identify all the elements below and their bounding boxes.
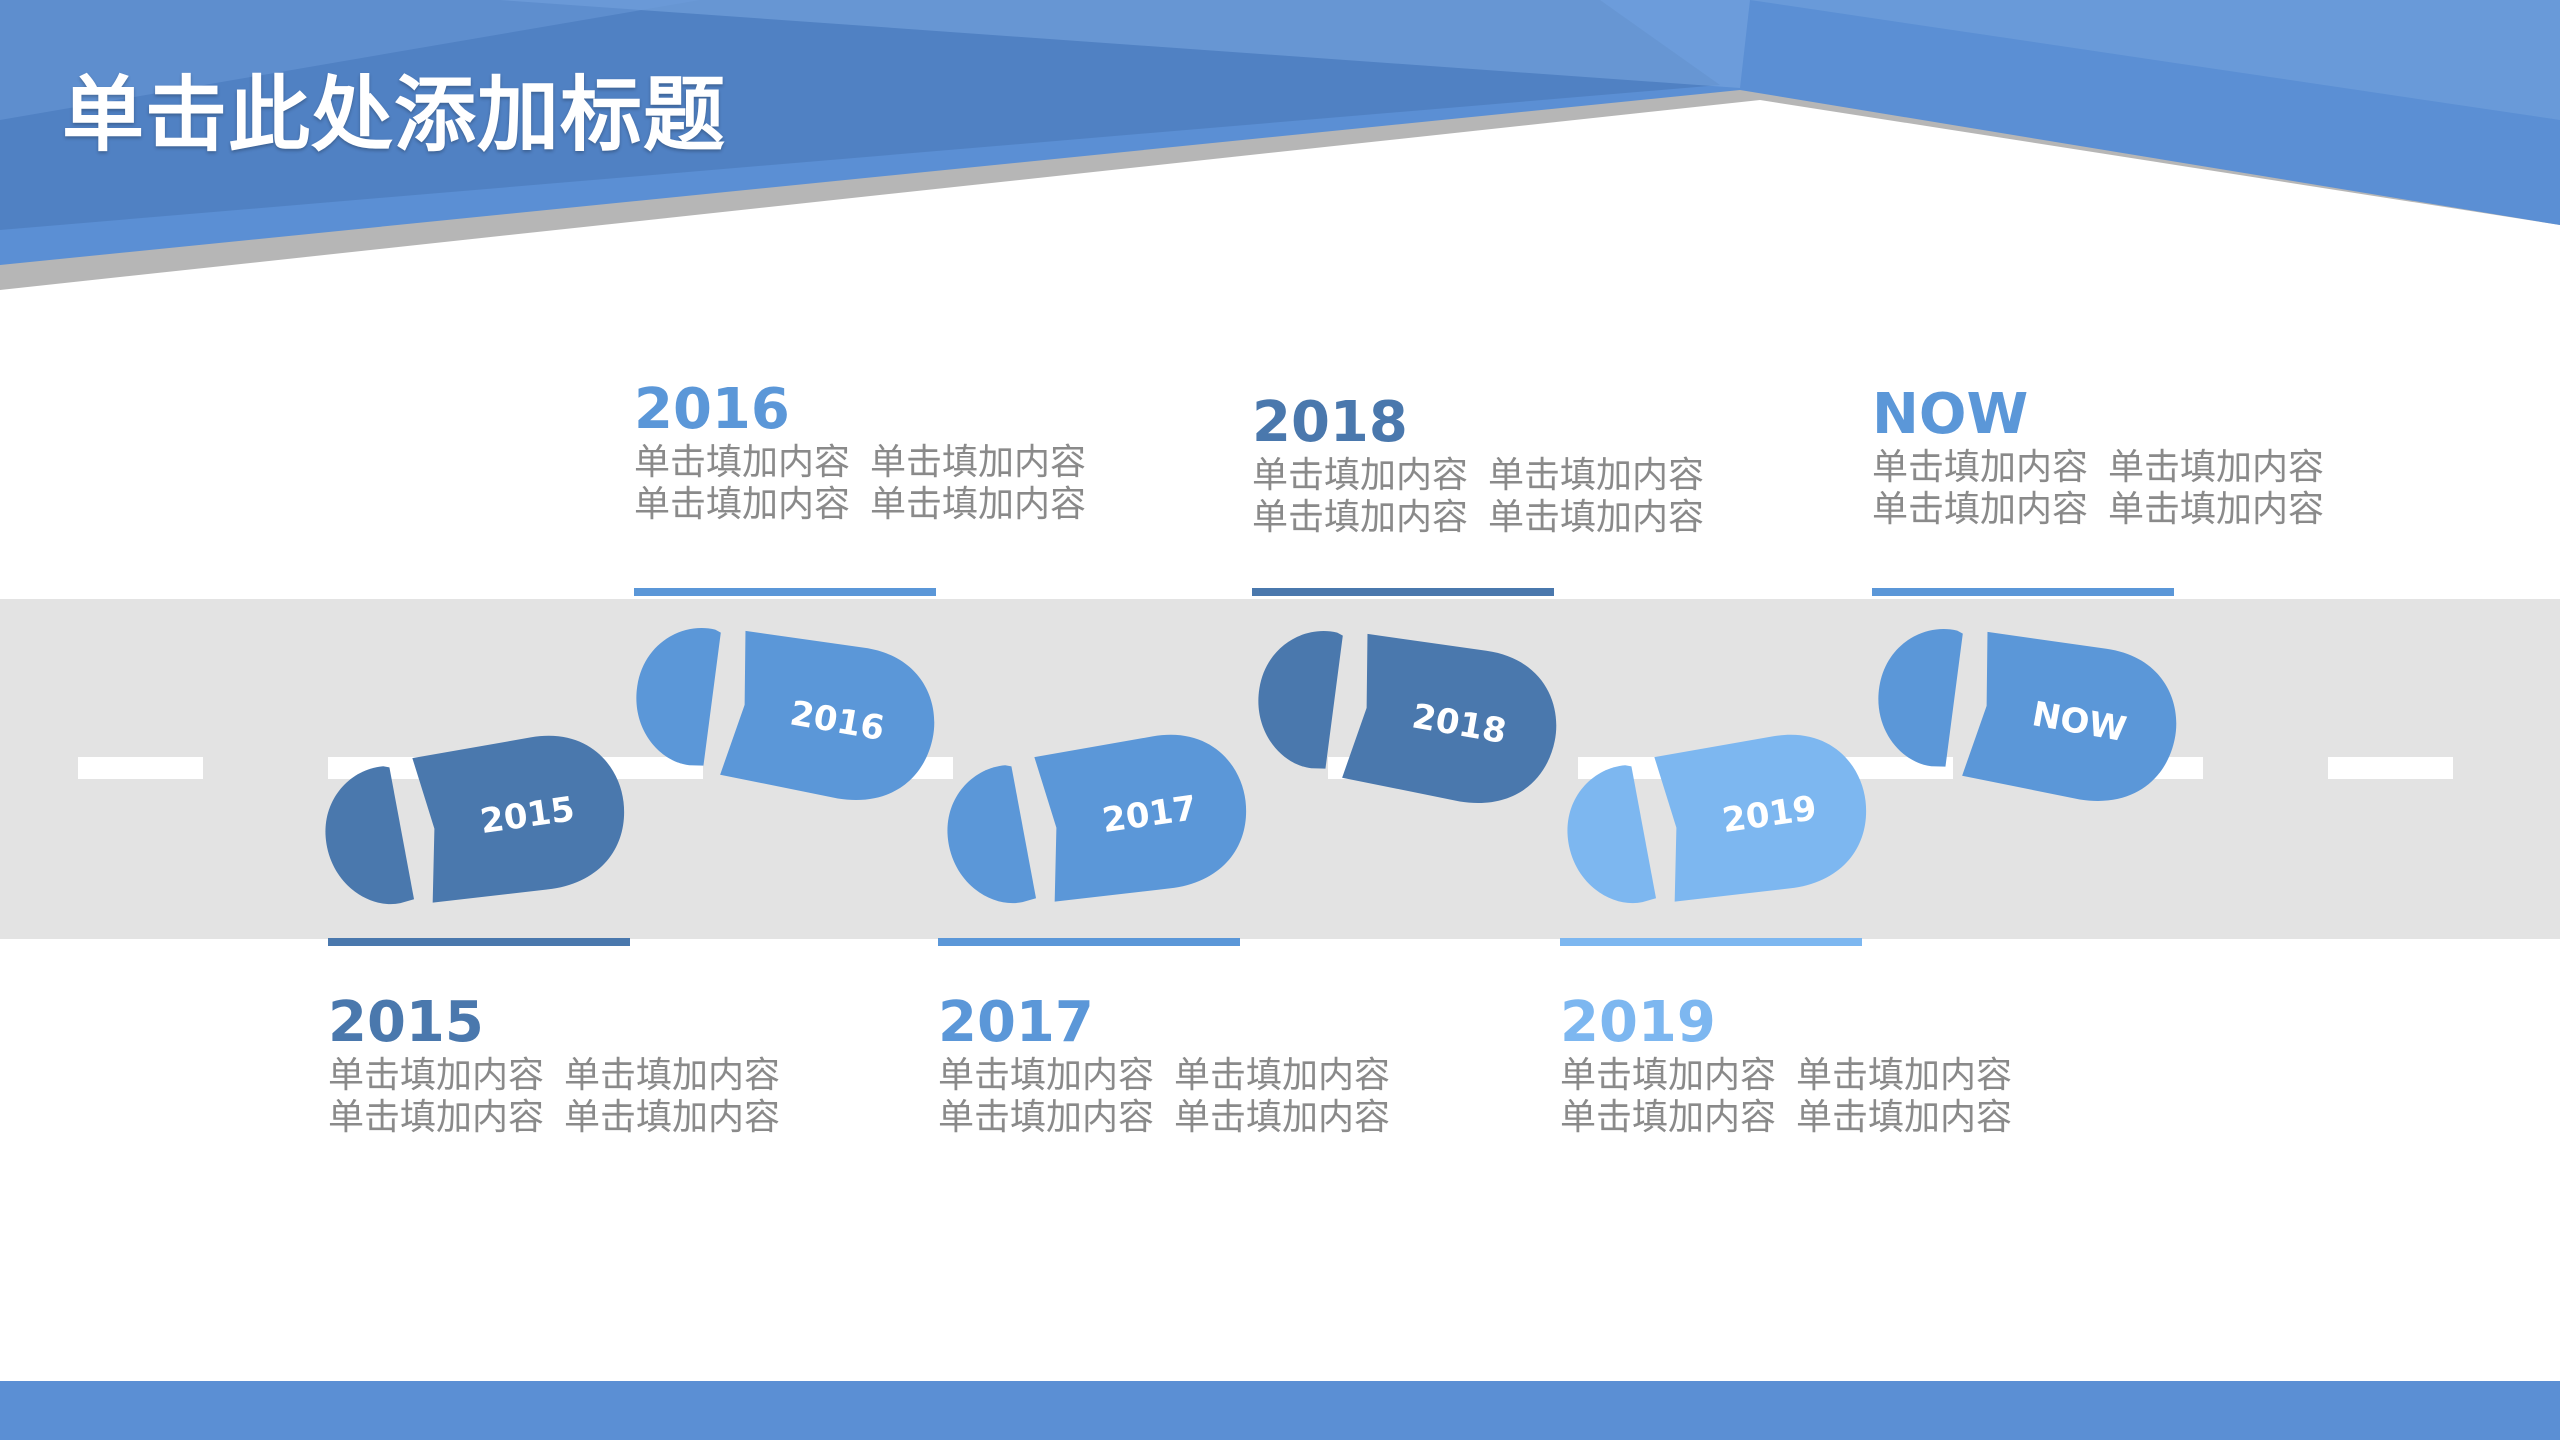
description-text: 单击填加内容 [1252, 497, 1469, 538]
footprint-icon: 2019 [1567, 734, 1867, 904]
footprint-sole [412, 735, 625, 903]
footprint-sole [720, 630, 935, 800]
footprint-heel [947, 765, 1037, 904]
footprint-icon: 2015 [325, 735, 625, 905]
footprint-icon: 2017 [947, 734, 1247, 904]
description-text: 单击填加内容 [328, 1097, 545, 1138]
footprint-heel [325, 766, 415, 905]
description-text: 单击填加内容 [1560, 1055, 1777, 1096]
milestone-year[interactable]: 2017 [938, 990, 1094, 1055]
description-text: 单击填加内容 [938, 1055, 1155, 1096]
description-text: 单击填加内容 [1796, 1055, 2013, 1096]
footprint-sole [1654, 734, 1867, 902]
milestone-description[interactable]: 单击填加内容单击填加内容单击填加内容单击填加内容 [1872, 447, 2344, 531]
milestone-description[interactable]: 单击填加内容单击填加内容单击填加内容单击填加内容 [328, 1055, 800, 1139]
footprint-sole [1962, 631, 2177, 801]
footprint-heel [1258, 631, 1343, 769]
bottom-band [0, 1381, 2560, 1440]
description-text: 单击填加内容 [2108, 447, 2325, 488]
footprint-heel [1878, 629, 1963, 767]
description-text: 单击填加内容 [2108, 489, 2325, 530]
milestone-year[interactable]: 2018 [1252, 390, 1408, 455]
description-line: 单击填加内容单击填加内容 [1560, 1055, 2032, 1097]
milestone-year[interactable]: 2019 [1560, 990, 1716, 1055]
milestone-year[interactable]: 2015 [328, 990, 484, 1055]
description-text: 单击填加内容 [634, 442, 851, 483]
description-text: 单击填加内容 [1796, 1097, 2013, 1138]
footprint-heel [636, 628, 721, 766]
description-text: 单击填加内容 [1174, 1097, 1391, 1138]
description-text: 单击填加内容 [564, 1097, 781, 1138]
description-text: 单击填加内容 [1174, 1055, 1391, 1096]
milestone-description[interactable]: 单击填加内容单击填加内容单击填加内容单击填加内容 [1560, 1055, 2032, 1139]
description-line: 单击填加内容单击填加内容 [328, 1055, 800, 1097]
footprint-icon: 2018 [1258, 631, 1557, 803]
description-line: 单击填加内容单击填加内容 [634, 484, 1106, 526]
description-text: 单击填加内容 [1872, 489, 2089, 530]
milestone-bar [938, 938, 1240, 946]
description-text: 单击填加内容 [1252, 455, 1469, 496]
footprint-sole [1342, 633, 1557, 803]
description-text: 单击填加内容 [328, 1055, 545, 1096]
footprint-heel [1567, 765, 1657, 904]
milestone-bar [1560, 938, 1862, 946]
description-text: 单击填加内容 [938, 1097, 1155, 1138]
description-line: 单击填加内容单击填加内容 [1252, 497, 1724, 539]
milestone-description[interactable]: 单击填加内容单击填加内容单击填加内容单击填加内容 [634, 442, 1106, 526]
description-line: 单击填加内容单击填加内容 [328, 1097, 800, 1139]
footprint-icon: NOW [1878, 629, 2177, 801]
milestone-bar [1872, 588, 2174, 596]
description-line: 单击填加内容单击填加内容 [1872, 489, 2344, 531]
description-text: 单击填加内容 [1560, 1097, 1777, 1138]
road-dash [78, 757, 203, 779]
description-line: 单击填加内容单击填加内容 [634, 442, 1106, 484]
milestone-description[interactable]: 单击填加内容单击填加内容单击填加内容单击填加内容 [1252, 455, 1724, 539]
description-text: 单击填加内容 [634, 484, 851, 525]
description-line: 单击填加内容单击填加内容 [1252, 455, 1724, 497]
milestone-year[interactable]: NOW [1872, 382, 2029, 447]
description-text: 单击填加内容 [870, 442, 1087, 483]
description-text: 单击填加内容 [564, 1055, 781, 1096]
milestone-bar [634, 588, 936, 596]
footprint-sole [1034, 734, 1247, 902]
description-text: 单击填加内容 [1488, 497, 1705, 538]
header-banner [0, 0, 2560, 290]
description-line: 单击填加内容单击填加内容 [1560, 1097, 2032, 1139]
description-text: 单击填加内容 [870, 484, 1087, 525]
page-title[interactable]: 单击此处添加标题 [62, 68, 727, 163]
milestone-year[interactable]: 2016 [634, 377, 790, 442]
footprint-icon: 2016 [636, 628, 935, 800]
road-dash [2328, 757, 2453, 779]
milestone-bar [1252, 588, 1554, 596]
milestone-description[interactable]: 单击填加内容单击填加内容单击填加内容单击填加内容 [938, 1055, 1410, 1139]
description-line: 单击填加内容单击填加内容 [938, 1097, 1410, 1139]
milestone-bar [328, 938, 630, 946]
description-text: 单击填加内容 [1872, 447, 2089, 488]
description-line: 单击填加内容单击填加内容 [938, 1055, 1410, 1097]
description-text: 单击填加内容 [1488, 455, 1705, 496]
description-line: 单击填加内容单击填加内容 [1872, 447, 2344, 489]
